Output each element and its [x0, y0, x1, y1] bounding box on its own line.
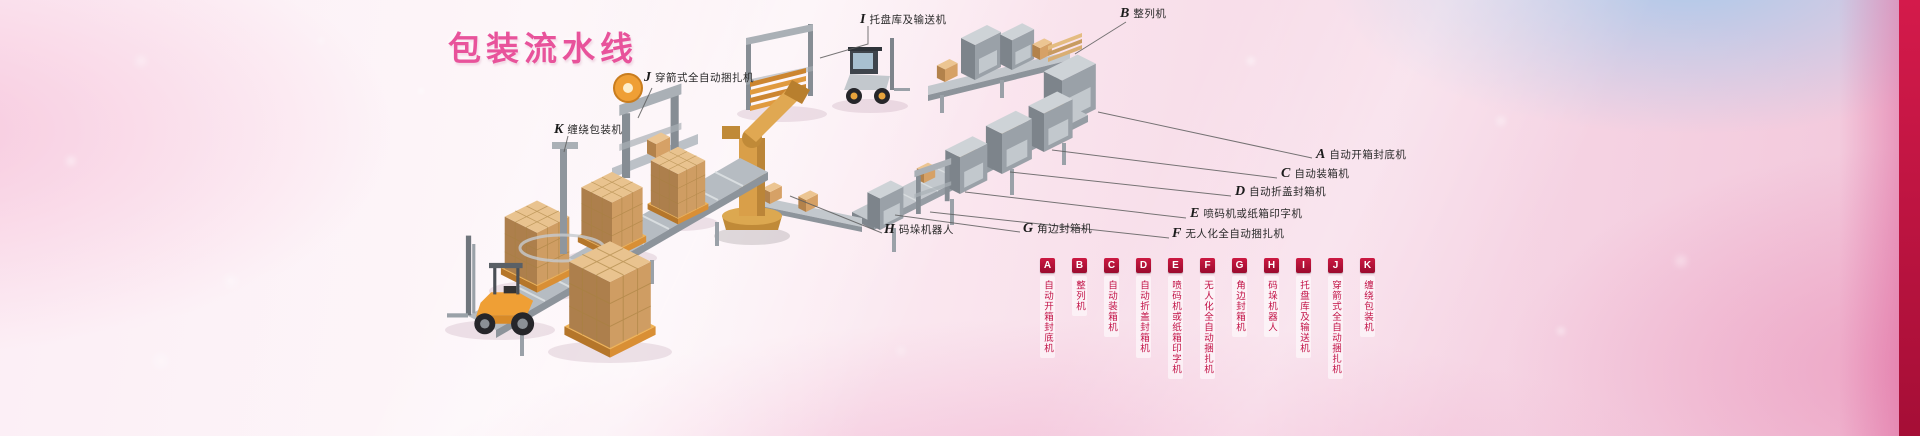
callout-label: 缠绕包装机 [567, 124, 623, 136]
callout-label: 自动装箱机 [1294, 168, 1350, 180]
legend-item-a: A 自动开箱封底机 [1040, 258, 1055, 379]
callout-label: 穿箭式全自动捆扎机 [655, 72, 754, 84]
callout-label: 码垛机器人 [898, 224, 954, 236]
callout-label: 自动折盖封箱机 [1249, 186, 1327, 198]
legend: A 自动开箱封底机 B 整列机 C 自动装箱机 D 自动折盖封箱机 E 喷码机或… [1040, 258, 1375, 379]
callout-j: J 穿箭式全自动捆扎机 [644, 70, 754, 86]
legend-badge: D [1136, 258, 1151, 273]
legend-badge: J [1328, 258, 1343, 273]
right-edge-red-strip [1899, 0, 1920, 436]
page-title: 包装流水线 [448, 30, 638, 67]
callout-letter: I [860, 12, 866, 27]
callout-letter: H [884, 222, 895, 237]
legend-item-j: J 穿箭式全自动捆扎机 [1328, 258, 1343, 379]
legend-item-h: H 码垛机器人 [1264, 258, 1279, 379]
legend-label: 托盘库及输送机 [1296, 276, 1311, 358]
legend-badge: E [1168, 258, 1183, 273]
callout-label: 托盘库及输送机 [869, 14, 947, 26]
pallet-stack [647, 146, 709, 225]
callout-label: 整列机 [1133, 8, 1167, 20]
callout-d: D 自动折盖封箱机 [1235, 184, 1326, 200]
legend-badge: G [1232, 258, 1247, 273]
legend-badge: F [1200, 258, 1215, 273]
callout-label: 角边封箱机 [1037, 223, 1093, 235]
legend-label: 喷码机或纸箱印字机 [1168, 276, 1183, 379]
legend-badge: I [1296, 258, 1311, 273]
callout-b: B 整列机 [1120, 6, 1166, 22]
callout-label: 喷码机或纸箱印字机 [1203, 208, 1303, 220]
legend-label: 角边封箱机 [1232, 276, 1247, 337]
callout-label: 自动开箱封底机 [1329, 149, 1407, 161]
floor-pallet-stack [563, 240, 657, 359]
callout-letter: F [1172, 226, 1182, 241]
case-packer-machine-c [1028, 91, 1073, 152]
legend-badge: K [1360, 258, 1375, 273]
callout-c: C 自动装箱机 [1281, 166, 1349, 182]
legend-label: 自动开箱封底机 [1040, 276, 1055, 358]
callout-letter: B [1120, 6, 1130, 21]
legend-label: 码垛机器人 [1264, 276, 1279, 337]
legend-item-i: I 托盘库及输送机 [1296, 258, 1311, 379]
callout-letter: C [1281, 166, 1291, 181]
legend-badge: A [1040, 258, 1055, 273]
callout-label: 无人化全自动捆扎机 [1185, 228, 1285, 240]
callout-e: E 喷码机或纸箱印字机 [1190, 206, 1302, 222]
legend-badge: H [1264, 258, 1279, 273]
callout-letter: K [554, 122, 564, 137]
legend-label: 无人化全自动捆扎机 [1200, 276, 1215, 379]
callout-k: K 缠绕包装机 [554, 122, 622, 138]
flap-sealer-machine-d [985, 110, 1032, 174]
legend-label: 自动装箱机 [1104, 276, 1119, 337]
legend-label: 穿箭式全自动捆扎机 [1328, 276, 1343, 379]
callout-h: H 码垛机器人 [884, 222, 954, 238]
callout-f: F 无人化全自动捆扎机 [1172, 226, 1284, 242]
callout-a: A 自动开箱封底机 [1316, 147, 1406, 163]
callout-g: G 角边封箱机 [1023, 221, 1092, 237]
right-edge-gradient [1839, 0, 1899, 436]
legend-label: 自动折盖封箱机 [1136, 276, 1151, 358]
callout-letter: G [1023, 221, 1034, 236]
legend-badge: B [1072, 258, 1087, 273]
legend-item-c: C 自动装箱机 [1104, 258, 1119, 379]
legend-label: 缠绕包装机 [1360, 276, 1375, 337]
callout-letter: E [1190, 206, 1200, 221]
callout-letter: A [1316, 147, 1326, 162]
legend-item-b: B 整列机 [1072, 258, 1087, 379]
callout-letter: J [644, 70, 651, 85]
callout-i: I 托盘库及输送机 [860, 12, 946, 28]
callout-letter: D [1235, 184, 1246, 199]
legend-item-k: K 缠绕包装机 [1360, 258, 1375, 379]
legend-label: 整列机 [1072, 276, 1087, 316]
legend-badge: C [1104, 258, 1119, 273]
legend-item-f: F 无人化全自动捆扎机 [1200, 258, 1215, 379]
legend-item-e: E 喷码机或纸箱印字机 [1168, 258, 1183, 379]
inkjet-printer-machine-e [945, 136, 988, 194]
legend-item-d: D 自动折盖封箱机 [1136, 258, 1151, 379]
legend-item-g: G 角边封箱机 [1232, 258, 1247, 379]
